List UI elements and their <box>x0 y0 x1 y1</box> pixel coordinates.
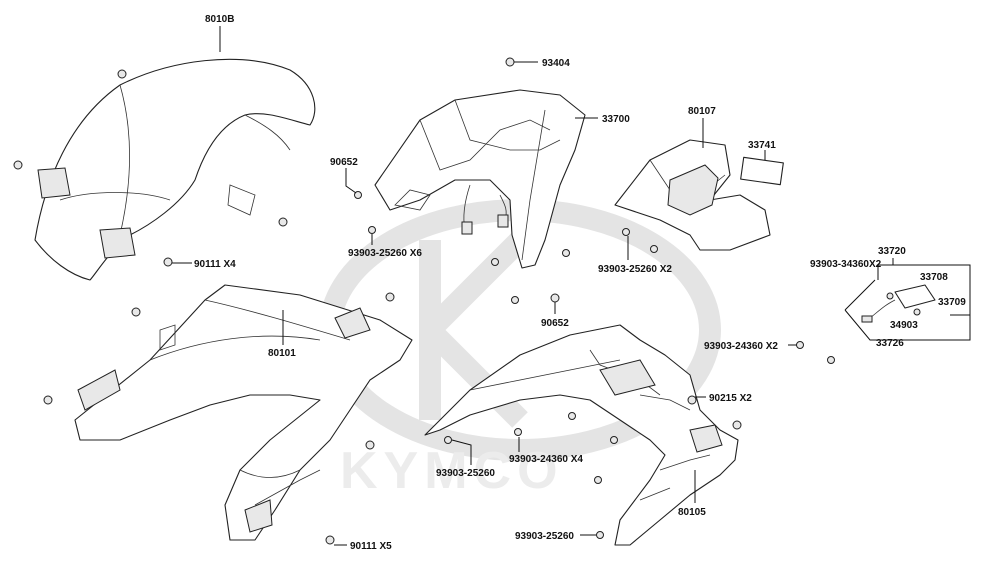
label-33726: 33726 <box>876 338 904 349</box>
label-80101: 80101 <box>268 348 296 359</box>
label-90215-x2: 90215 X2 <box>709 393 752 404</box>
screw-icon <box>562 249 570 257</box>
screw-icon <box>511 296 519 304</box>
screw-icon <box>131 307 141 317</box>
label-33708: 33708 <box>920 272 948 283</box>
label-33700: 33700 <box>602 114 630 125</box>
screw-icon <box>827 356 835 364</box>
screw-icon <box>622 228 630 236</box>
screw-icon <box>568 412 576 420</box>
screw-icon <box>913 308 921 316</box>
screw-icon <box>732 420 742 430</box>
label-33709: 33709 <box>938 297 966 308</box>
screw-icon <box>491 258 499 266</box>
screw-icon <box>514 428 522 436</box>
watermark-text: KYMCO <box>340 442 564 500</box>
screw-icon <box>596 531 604 539</box>
label-80107: 80107 <box>688 106 716 117</box>
label-80105: 80105 <box>678 507 706 518</box>
label-93404: 93404 <box>542 58 570 69</box>
label-8010b: 8010B <box>205 14 234 25</box>
label-93903-25260-bottom: 93903-25260 <box>515 531 574 542</box>
label-93903-25260-x2: 93903-25260 X2 <box>598 264 672 275</box>
screw-icon <box>368 226 376 234</box>
part-8010b-rear-fender <box>34 58 316 281</box>
screw-icon <box>650 245 658 253</box>
label-93903-34360x2: 93903-34360X2 <box>810 259 882 270</box>
label-90652-mid: 90652 <box>541 318 569 329</box>
screw-icon <box>550 293 560 303</box>
screw-icon <box>325 535 335 545</box>
screw-icon <box>354 191 362 199</box>
screw-icon <box>796 341 804 349</box>
screw-icon <box>886 292 894 300</box>
screw-icon <box>610 436 618 444</box>
screw-icon <box>385 292 395 302</box>
part-number-labels: 8010B 93404 33700 80107 33741 90652 9390… <box>194 14 966 552</box>
label-33720: 33720 <box>878 246 906 257</box>
screw-icon <box>13 160 23 170</box>
screw-icon <box>594 476 602 484</box>
label-90111-x4: 90111 X4 <box>194 259 236 270</box>
screw-icon <box>117 69 127 79</box>
label-93903-24360-x4: 93903-24360 X4 <box>509 454 583 465</box>
label-33741: 33741 <box>748 140 776 151</box>
part-80107-tail-cover <box>614 139 771 251</box>
label-90111-x5: 90111 X5 <box>350 541 392 552</box>
screw-icon <box>687 395 697 405</box>
fastener-screws <box>13 57 921 545</box>
screw-icon <box>278 217 288 227</box>
part-33741-reflector <box>740 156 784 186</box>
label-93903-25260-left: 93903-25260 <box>436 468 495 479</box>
screw-icon <box>444 436 452 444</box>
label-34903: 34903 <box>890 320 918 331</box>
part-80101-inner-fender <box>74 284 413 541</box>
part-80105-mudguard <box>424 324 739 546</box>
label-90652-top: 90652 <box>330 157 358 168</box>
leader-lines <box>172 26 797 546</box>
screw-icon <box>365 440 375 450</box>
label-93903-24360-x2: 93903-24360 X2 <box>704 341 778 352</box>
label-93903-25260-x6: 93903-25260 X6 <box>348 248 422 259</box>
screw-icon <box>505 57 515 67</box>
part-33720-license-bracket-group <box>844 258 971 341</box>
screw-icon <box>43 395 53 405</box>
screw-icon <box>163 257 173 267</box>
part-33700-frame-assembly <box>374 89 586 269</box>
